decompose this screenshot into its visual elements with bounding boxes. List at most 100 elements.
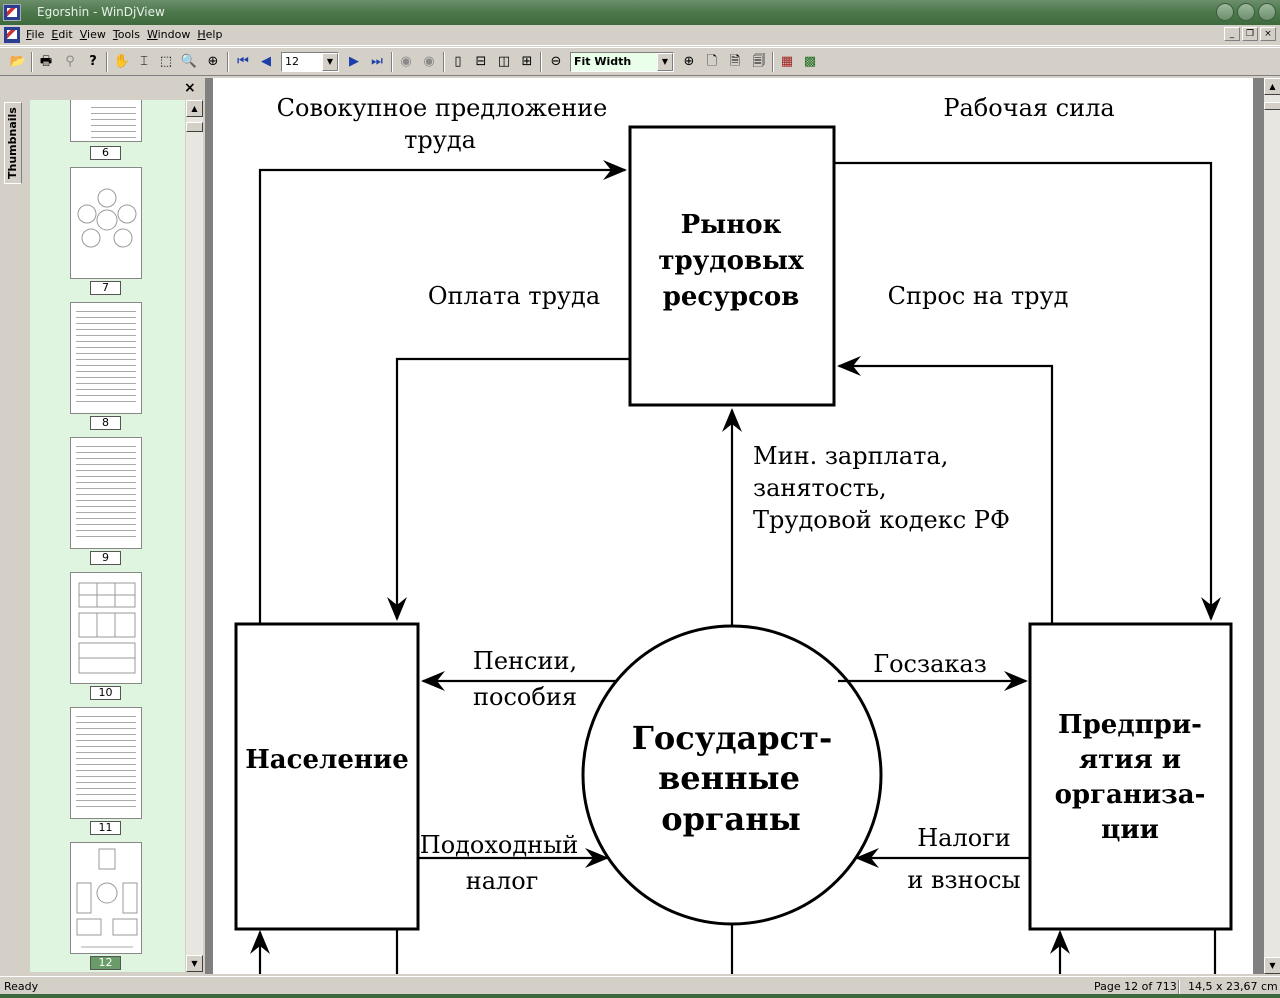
- close-icon[interactable]: ×: [184, 80, 196, 96]
- scroll-down-button[interactable]: ▼: [1264, 957, 1280, 974]
- continuous-icon[interactable]: ⊟: [475, 54, 487, 69]
- forward-icon[interactable]: ◉: [423, 54, 435, 69]
- mdi-close-button[interactable]: ×: [1260, 27, 1276, 41]
- page-thumbnail[interactable]: [70, 707, 142, 819]
- labor-market-title-2: трудовых: [658, 246, 804, 276]
- page-thumbnail[interactable]: [70, 302, 142, 414]
- contributions-label: и взносы: [907, 866, 1020, 894]
- labor-market-title: Рынок: [681, 210, 782, 240]
- scroll-up-button[interactable]: ▲: [1264, 78, 1280, 95]
- page-thumbnail[interactable]: [70, 437, 142, 549]
- labor-code-label: Трудовой кодекс РФ: [753, 506, 1010, 534]
- page-number-label[interactable]: 6: [90, 146, 121, 160]
- zoom-out-icon[interactable]: ⊖: [550, 54, 562, 69]
- government-title-2: венные: [658, 759, 800, 797]
- diagram: Совокупное предложение труда Рабочая сил…: [234, 94, 1233, 974]
- menu-tools[interactable]: Tools: [112, 28, 140, 41]
- document-page: Совокупное предложение труда Рабочая сил…: [213, 78, 1253, 974]
- chevron-down-icon[interactable]: ▼: [322, 53, 338, 71]
- chevron-down-icon[interactable]: ▼: [657, 53, 673, 71]
- page-image-icon[interactable]: 🗐: [752, 54, 766, 69]
- benefits-label: пособия: [473, 683, 577, 711]
- min-wage-label: Мин. зарплата,: [753, 442, 948, 470]
- menu-edit[interactable]: Edit: [51, 28, 73, 41]
- supply-label: Совокупное предложение: [277, 94, 608, 122]
- page-number-label[interactable]: 8: [90, 416, 121, 430]
- prev-page-icon[interactable]: ◀: [261, 54, 271, 69]
- scroll-down-button[interactable]: ▼: [186, 955, 203, 972]
- page-number-label-current[interactable]: 12: [90, 956, 121, 970]
- toolbar: 📂 🖶 ⚲ ? ✋ ⌶ ⬚ 🔍 ⊕ ⏮ ◀ 12 ▼ ▶ ⏭ ◉ ◉ ▯ ⊟ ◫…: [0, 47, 1280, 76]
- income-tax-label: Подоходный: [420, 831, 578, 859]
- taxes-label: Налоги: [917, 824, 1011, 852]
- page-icon[interactable]: 🗋: [706, 54, 718, 69]
- back-icon[interactable]: ◉: [400, 54, 412, 69]
- menu-bar: File Edit View Tools Window Help _ ❐ ×: [0, 25, 1280, 46]
- enterprises-title: Предпри-: [1058, 710, 1202, 740]
- last-page-icon[interactable]: ⏭: [371, 54, 383, 69]
- zoom-combo[interactable]: Fit Width ▼: [570, 52, 674, 72]
- open-icon[interactable]: 📂: [9, 54, 27, 69]
- next-page-icon[interactable]: ▶: [349, 54, 359, 69]
- tab-thumbnails[interactable]: Thumbnails: [4, 102, 22, 184]
- page-thumbnail[interactable]: [70, 167, 142, 279]
- status-bar: Ready Page 12 of 713 14,5 x 23,67 cm: [0, 976, 1280, 998]
- enterprises-title-4: ции: [1101, 815, 1159, 845]
- page-number-label[interactable]: 10: [90, 686, 121, 700]
- page-thumbnail[interactable]: [70, 100, 142, 142]
- scroll-thumb[interactable]: [1264, 102, 1280, 110]
- workforce-label: Рабочая сила: [943, 94, 1114, 122]
- zoom-icon[interactable]: 🔍: [180, 54, 198, 69]
- status-text: Ready: [4, 980, 39, 993]
- zoom-rect-icon[interactable]: ⊕: [207, 54, 219, 69]
- facing-continuous-icon[interactable]: ⊞: [521, 54, 533, 69]
- enterprises-title-2: ятия и: [1079, 745, 1181, 775]
- page-thumbnail-current[interactable]: [70, 842, 142, 954]
- thumbnails-scrollbar[interactable]: ▲ ▼: [186, 100, 203, 972]
- government-title-3: органы: [661, 800, 801, 838]
- supply-label-2: труда: [404, 126, 476, 154]
- scroll-up-button[interactable]: ▲: [186, 100, 203, 117]
- display-mode-icon[interactable]: ▦: [780, 54, 794, 69]
- menu-help[interactable]: Help: [197, 28, 223, 41]
- demand-label: Спрос на труд: [888, 282, 1069, 310]
- title-bar: Egorshin - WinDjView: [0, 0, 1280, 25]
- income-tax-label-2: налог: [466, 867, 539, 895]
- hand-tool-icon[interactable]: ✋: [113, 54, 131, 69]
- app-icon[interactable]: [3, 4, 21, 21]
- mdi-restore-button[interactable]: ❐: [1242, 27, 1258, 41]
- single-page-icon[interactable]: ▯: [454, 54, 462, 69]
- page-text-icon[interactable]: 🗎: [729, 54, 741, 69]
- zoom-in-icon[interactable]: ⊕: [683, 54, 695, 69]
- mdi-minimize-button[interactable]: _: [1224, 27, 1240, 41]
- close-button[interactable]: [1258, 3, 1276, 21]
- print-icon[interactable]: 🖶: [39, 54, 53, 69]
- menu-file[interactable]: File: [26, 28, 45, 41]
- page-number-label[interactable]: 7: [90, 281, 121, 295]
- page-number-label[interactable]: 11: [90, 821, 121, 835]
- government-title: Государст-: [632, 719, 832, 757]
- thumbnail-list: 6 7 8 9 10 11 12: [30, 100, 185, 972]
- facing-icon[interactable]: ◫: [497, 54, 511, 69]
- document-view: Совокупное предложение труда Рабочая сил…: [205, 78, 1280, 974]
- minimize-button[interactable]: [1216, 3, 1234, 21]
- select-text-icon[interactable]: ⌶: [140, 54, 148, 69]
- page-size-info: 14,5 x 23,67 cm: [1188, 980, 1278, 993]
- maximize-button[interactable]: [1237, 3, 1255, 21]
- page-number-combo[interactable]: 12 ▼: [281, 52, 339, 72]
- window-title: Egorshin - WinDjView: [37, 5, 165, 19]
- document-icon[interactable]: [4, 27, 20, 43]
- page-info: Page 12 of 713: [1094, 980, 1177, 993]
- scroll-thumb[interactable]: [186, 122, 203, 132]
- first-page-icon[interactable]: ⏮: [237, 54, 249, 69]
- wage-label: Оплата труда: [428, 282, 600, 310]
- display-background-icon[interactable]: ▩: [803, 54, 817, 69]
- document-scrollbar[interactable]: ▲ ▼: [1264, 78, 1280, 974]
- find-icon[interactable]: ⚲: [65, 54, 75, 69]
- page-number-label[interactable]: 9: [90, 551, 121, 565]
- menu-window[interactable]: Window: [146, 28, 191, 41]
- page-thumbnail[interactable]: [70, 572, 142, 684]
- help-icon[interactable]: ?: [89, 54, 97, 69]
- menu-view[interactable]: View: [79, 28, 106, 41]
- select-area-icon[interactable]: ⬚: [159, 54, 173, 69]
